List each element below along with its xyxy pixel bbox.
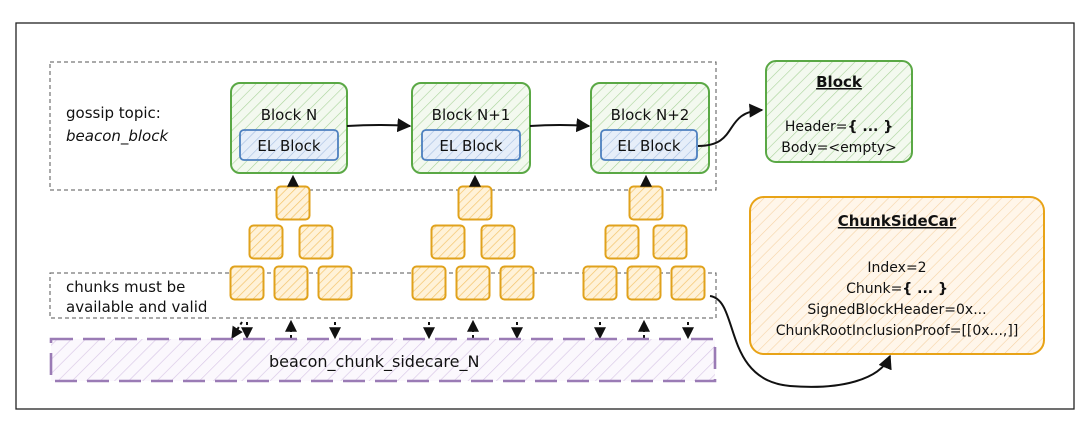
pyramid-2-chunk-mid-1 <box>430 224 466 260</box>
chunk-sidecar-card: ChunkSideCar Index=2 Chunk={ ... } Signe… <box>749 196 1045 355</box>
block-detail-card: Block Header={ ... } Body=<empty> <box>765 60 913 163</box>
chunks-region-label-2: available and valid <box>66 298 207 316</box>
pyramid-1-arrow-down-outer <box>231 321 243 340</box>
pyramid-1-chunk-bottom-1 <box>229 265 265 301</box>
chunk-pyramids <box>229 185 706 301</box>
pyramid-2-chunk-top <box>457 185 493 221</box>
block-n-el-block <box>239 129 339 161</box>
block-n-plus-1-el-block <box>421 129 521 161</box>
sidecar-topic-label: beacon_chunk_sidecare_N <box>269 352 479 372</box>
pyramid-3-chunk-mid-2 <box>652 224 688 260</box>
pyramid-1-chunk-bottom-2 <box>273 265 309 301</box>
block-n-title: Block N <box>261 106 318 124</box>
pyramid-3-chunk-bottom-1 <box>582 265 618 301</box>
block-n-plus-2-el-block <box>600 129 698 161</box>
chunk-sidecar-title: ChunkSideCar <box>838 212 957 230</box>
pyramid-3-chunk-top <box>628 185 664 221</box>
block-n-plus-1-title: Block N+1 <box>432 106 511 124</box>
gossip-topic-label: gossip topic: <box>66 104 161 122</box>
block-detail-body: Body=<empty> <box>781 140 896 156</box>
pyramid-1-chunk-mid-1 <box>248 224 284 260</box>
dotted-arrows <box>231 174 694 340</box>
arrow-block-n1-to-n2 <box>529 118 591 133</box>
block-detail-header: Header={ ... } <box>785 119 893 135</box>
pyramid-3-chunk-bottom-2 <box>626 265 662 301</box>
pyramid-2-chunk-bottom-2 <box>455 265 491 301</box>
arrow-block-n-to-n1 <box>346 118 412 133</box>
pyramid-3-chunk-mid-1 <box>604 224 640 260</box>
pyramid-2-chunk-bottom-1 <box>411 265 447 301</box>
pyramid-2-chunk-mid-2 <box>480 224 516 260</box>
chunk-sidecar-chunk: Chunk={ ... } <box>846 281 948 297</box>
block-n-plus-1: Block N+1 EL Block <box>411 82 531 174</box>
block-n: Block N EL Block <box>230 82 348 174</box>
block-n-plus-2-title: Block N+2 <box>611 106 690 124</box>
block-n-plus-2: Block N+2 EL Block <box>590 82 710 174</box>
pyramid-2-chunk-bottom-3 <box>499 265 535 301</box>
arrow-chunk-to-sidecar-card <box>709 295 892 388</box>
block-n-el-label: EL Block <box>257 137 320 155</box>
pyramid-3-chunk-bottom-3 <box>670 265 706 301</box>
outer-frame <box>15 22 1075 410</box>
block-n-plus-1-el-label: EL Block <box>439 137 502 155</box>
chunk-sidecar-signed-header: SignedBlockHeader=0x... <box>807 302 986 318</box>
chunks-region-label-1: chunks must be <box>66 278 185 296</box>
pyramid-1-chunk-mid-2 <box>298 224 334 260</box>
chunk-sidecar-index: Index=2 <box>867 260 926 276</box>
chunk-sidecar-inclusion-proof: ChunkRootInclusionProof=[[0x...,]] <box>776 323 1019 339</box>
pyramid-1-chunk-bottom-3 <box>317 265 353 301</box>
gossip-topic-region <box>49 61 717 191</box>
sidecar-topic-band <box>49 337 717 383</box>
gossip-topic-name: beacon_block <box>66 127 169 146</box>
pyramid-1-chunk-top <box>275 185 311 221</box>
chunks-region <box>49 272 717 319</box>
arrow-el-block-to-block-detail <box>697 103 764 147</box>
block-n-plus-2-el-label: EL Block <box>617 137 680 155</box>
block-detail-title: Block <box>816 73 863 91</box>
